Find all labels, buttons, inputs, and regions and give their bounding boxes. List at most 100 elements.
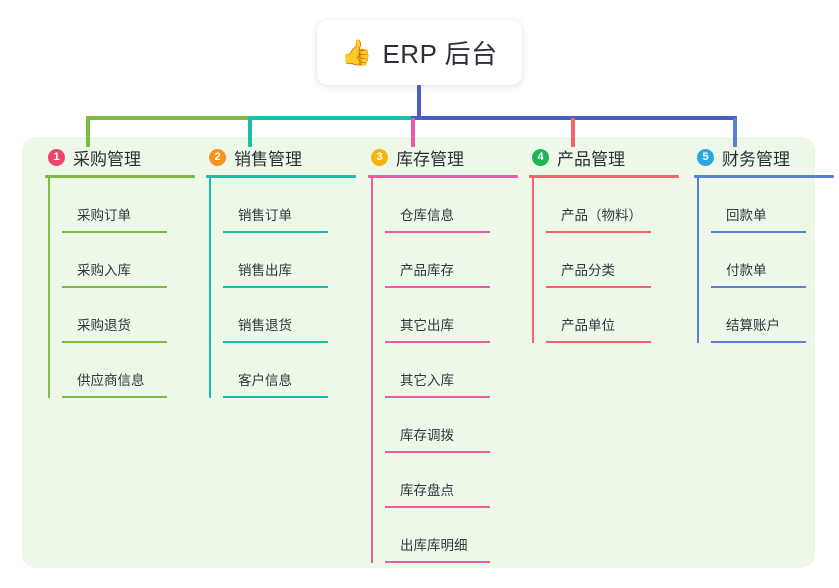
list-item-rule bbox=[62, 341, 167, 343]
list-item[interactable]: 其它入库 bbox=[382, 343, 518, 398]
column-spine bbox=[371, 178, 373, 563]
list-item[interactable]: 结算账户 bbox=[708, 288, 834, 343]
list-item-label: 回款单 bbox=[726, 208, 767, 223]
list-item-label: 采购入库 bbox=[77, 263, 131, 278]
root-node-title: ERP 后台 bbox=[382, 39, 498, 69]
list-item-label: 仓库信息 bbox=[400, 208, 454, 223]
list-item-rule bbox=[711, 286, 806, 288]
list-item[interactable]: 产品（物料） bbox=[543, 178, 679, 233]
list-item-rule bbox=[546, 341, 651, 343]
list-item-label: 库存调拨 bbox=[400, 428, 454, 443]
column-title: 采购管理 bbox=[73, 149, 141, 169]
drop-line-4 bbox=[571, 118, 575, 147]
list-item-rule bbox=[546, 286, 651, 288]
list-item[interactable]: 库存盘点 bbox=[382, 453, 518, 508]
list-item-rule bbox=[711, 341, 806, 343]
list-item-rule bbox=[223, 341, 328, 343]
list-item-label: 产品单位 bbox=[561, 318, 615, 333]
list-item-label: 采购订单 bbox=[77, 208, 131, 223]
list-item[interactable]: 回款单 bbox=[708, 178, 834, 233]
list-item-rule bbox=[385, 451, 490, 453]
list-item[interactable]: 付款单 bbox=[708, 233, 834, 288]
column-items: 回款单付款单结算账户 bbox=[694, 178, 834, 343]
list-item[interactable]: 产品库存 bbox=[382, 233, 518, 288]
drop-line-5 bbox=[733, 118, 737, 147]
list-item[interactable]: 其它出库 bbox=[382, 288, 518, 343]
column-badge-5: 5 bbox=[697, 148, 714, 166]
list-item-label: 产品库存 bbox=[400, 263, 454, 278]
column-items: 采购订单采购入库采购退货供应商信息 bbox=[45, 178, 195, 398]
list-item-rule bbox=[62, 231, 167, 233]
list-item-label: 产品分类 bbox=[561, 263, 615, 278]
bus-segment bbox=[571, 116, 737, 120]
list-item-label: 采购退货 bbox=[77, 318, 131, 333]
column-3: 3 库存管理仓库信息产品库存其它出库其它入库库存调拨库存盘点出库库明细 bbox=[368, 145, 518, 563]
columns-panel-background bbox=[22, 137, 815, 568]
list-item-label: 销售出库 bbox=[238, 263, 292, 278]
column-title: 库存管理 bbox=[396, 149, 464, 169]
list-item-rule bbox=[385, 231, 490, 233]
drop-line-3 bbox=[411, 118, 415, 147]
list-item-label: 客户信息 bbox=[238, 373, 292, 388]
column-rule bbox=[45, 175, 195, 178]
list-item-rule bbox=[223, 231, 328, 233]
list-item-label: 其它入库 bbox=[400, 373, 454, 388]
list-item-label: 出库库明细 bbox=[400, 538, 468, 553]
list-item[interactable]: 库存调拨 bbox=[382, 398, 518, 453]
list-item[interactable]: 销售订单 bbox=[220, 178, 356, 233]
column-items: 仓库信息产品库存其它出库其它入库库存调拨库存盘点出库库明细 bbox=[368, 178, 518, 563]
list-item[interactable]: 产品单位 bbox=[543, 288, 679, 343]
list-item-label: 销售退货 bbox=[238, 318, 292, 333]
column-rule bbox=[529, 175, 679, 178]
column-rule bbox=[368, 175, 518, 178]
column-spine bbox=[48, 178, 50, 398]
column-badge-3: 3 bbox=[371, 148, 388, 166]
column-1: 1 采购管理采购订单采购入库采购退货供应商信息 bbox=[45, 145, 195, 398]
list-item-rule bbox=[546, 231, 651, 233]
list-item[interactable]: 采购入库 bbox=[59, 233, 195, 288]
list-item-label: 库存盘点 bbox=[400, 483, 454, 498]
column-header-4[interactable]: 4 产品管理 bbox=[529, 145, 679, 169]
bus-segment bbox=[86, 116, 252, 120]
column-items: 产品（物料） 产品分类产品单位 bbox=[529, 178, 679, 343]
column-title: 销售管理 bbox=[234, 149, 302, 169]
root-node[interactable]: 👍 ERP 后台 bbox=[317, 20, 522, 85]
column-spine bbox=[532, 178, 534, 343]
list-item-rule bbox=[385, 396, 490, 398]
list-item[interactable]: 销售退货 bbox=[220, 288, 356, 343]
list-item[interactable]: 供应商信息 bbox=[59, 343, 195, 398]
column-spine bbox=[209, 178, 211, 398]
list-item-rule bbox=[223, 396, 328, 398]
column-header-1[interactable]: 1 采购管理 bbox=[45, 145, 195, 169]
column-rule bbox=[206, 175, 356, 178]
list-item[interactable]: 产品分类 bbox=[543, 233, 679, 288]
list-item-rule bbox=[62, 286, 167, 288]
list-item[interactable]: 采购退货 bbox=[59, 288, 195, 343]
root-trunk-line bbox=[417, 85, 421, 118]
list-item[interactable]: 客户信息 bbox=[220, 343, 356, 398]
list-item[interactable]: 销售出库 bbox=[220, 233, 356, 288]
list-item-label: 结算账户 bbox=[726, 318, 780, 333]
list-item-label: 销售订单 bbox=[238, 208, 292, 223]
bus-segment bbox=[248, 116, 415, 120]
list-item-rule bbox=[385, 286, 490, 288]
list-item-rule bbox=[385, 506, 490, 508]
list-item-rule bbox=[711, 231, 806, 233]
bus-segment bbox=[411, 116, 575, 120]
list-item[interactable]: 出库库明细 bbox=[382, 508, 518, 563]
list-item-label: 付款单 bbox=[726, 263, 767, 278]
list-item[interactable]: 仓库信息 bbox=[382, 178, 518, 233]
list-item-label: 供应商信息 bbox=[77, 373, 145, 388]
column-badge-1: 1 bbox=[48, 148, 65, 166]
column-2: 2 销售管理销售订单销售出库销售退货客户信息 bbox=[206, 145, 356, 398]
list-item[interactable]: 采购订单 bbox=[59, 178, 195, 233]
column-title: 产品管理 bbox=[557, 149, 625, 169]
column-badge-4: 4 bbox=[532, 148, 549, 166]
column-badge-2: 2 bbox=[209, 148, 226, 166]
column-4: 4 产品管理产品（物料） 产品分类产品单位 bbox=[529, 145, 679, 343]
column-header-2[interactable]: 2 销售管理 bbox=[206, 145, 356, 169]
column-header-3[interactable]: 3 库存管理 bbox=[368, 145, 518, 169]
